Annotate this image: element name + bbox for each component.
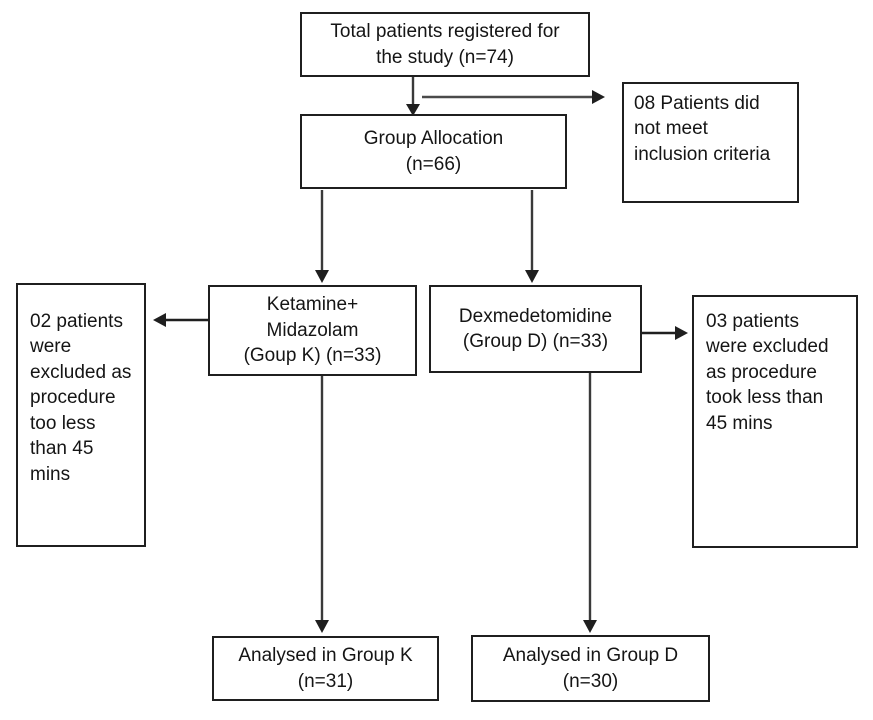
- box-group-k-ketamine-midazolam: Ketamine+ Midazolam (Goup K) (n=33): [208, 285, 417, 376]
- arrow-total-to-allocation: [406, 77, 420, 116]
- box-analysed-group-k: Analysed in Group K (n=31): [212, 636, 439, 701]
- box-group-d-dexmedetomidine: Dexmedetomidine (Group D) (n=33): [429, 285, 642, 373]
- box-not-meet-criteria: 08 Patients did not meet inclusion crite…: [622, 82, 799, 203]
- arrow-ketamine-to-analysed-k: [315, 376, 329, 633]
- box-total-registered: Total patients registered for the study …: [300, 12, 590, 77]
- arrow-ketamine-to-excluded: [153, 313, 208, 327]
- box-excluded-group-d: 03 patients were excluded as procedure t…: [692, 295, 858, 548]
- arrow-dex-to-analysed-d: [583, 373, 597, 633]
- box-group-allocation: Group Allocation (n=66): [300, 114, 567, 189]
- box-analysed-group-d: Analysed in Group D (n=30): [471, 635, 710, 702]
- arrow-allocation-to-dex: [525, 190, 539, 283]
- arrow-allocation-to-ketamine: [315, 190, 329, 283]
- arrow-dex-to-excluded: [642, 326, 688, 340]
- box-excluded-group-k: 02 patients were excluded as procedure t…: [16, 283, 146, 547]
- arrow-to-not-meet: [422, 90, 605, 104]
